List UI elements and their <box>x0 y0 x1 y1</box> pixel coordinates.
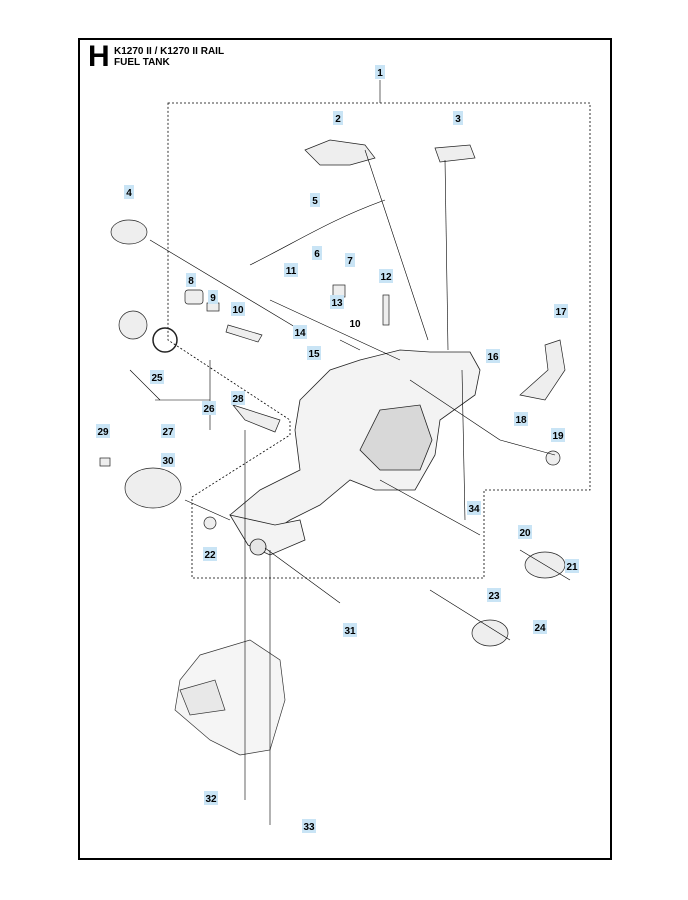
callout-box <box>533 620 547 634</box>
callout-box <box>161 424 175 438</box>
model-title: K1270 II / K1270 II RAIL <box>114 46 225 57</box>
callout-box <box>203 547 217 561</box>
callout-box <box>467 501 481 515</box>
callout-box <box>231 302 245 316</box>
leader-lines <box>129 80 571 825</box>
callout-box <box>186 273 196 287</box>
callout-box <box>204 791 218 805</box>
callout-box <box>487 588 501 602</box>
callout-label: 21 <box>566 562 578 573</box>
callout-box <box>307 346 321 360</box>
callout-label: 32 <box>205 794 217 805</box>
callout-label: 25 <box>151 373 163 384</box>
callout-label: 22 <box>204 550 216 561</box>
callout-label: 15 <box>308 349 320 360</box>
callout-label: 28 <box>232 394 244 405</box>
callout-label: 10 <box>349 319 361 330</box>
callout-box <box>345 253 355 267</box>
callout-box <box>96 424 110 438</box>
callout-label: 8 <box>188 276 194 287</box>
callout-label: 12 <box>380 272 392 283</box>
diagram-frame <box>78 38 612 860</box>
callout-box <box>202 401 216 415</box>
section-letter: H <box>88 40 110 73</box>
callout-box <box>310 193 320 207</box>
callout-label: 29 <box>97 427 109 438</box>
callout-label: 26 <box>203 404 215 415</box>
callout-box <box>208 290 218 304</box>
callout-label: 31 <box>344 626 356 637</box>
handle-base-drawing <box>174 639 286 756</box>
callout-box <box>231 391 245 405</box>
callout-label: 1 <box>377 68 383 79</box>
callout-label: 6 <box>314 249 320 260</box>
assembly-boundary <box>167 102 591 579</box>
callout-box <box>161 453 175 467</box>
callout-label: 19 <box>552 431 564 442</box>
callout-label: 5 <box>312 196 318 207</box>
callout-label: 11 <box>286 266 297 277</box>
callout-label: 33 <box>303 822 315 833</box>
small-parts <box>99 139 566 647</box>
callout-box <box>293 325 307 339</box>
fuel-tank-drawing <box>229 349 481 556</box>
callout-box <box>150 370 164 384</box>
callout-label: 4 <box>126 188 132 199</box>
callout-box <box>565 559 579 573</box>
callout-label: 14 <box>294 328 306 339</box>
callout-box <box>343 623 357 637</box>
callout-box <box>124 185 134 199</box>
callout-label: 9 <box>210 293 216 304</box>
callout-box <box>551 428 565 442</box>
callout-label: 20 <box>519 528 531 539</box>
callout-box <box>333 111 343 125</box>
callout-box <box>284 263 298 277</box>
callout-box <box>379 269 393 283</box>
callout-label: 17 <box>555 307 567 318</box>
callout-label: 2 <box>335 114 341 125</box>
callout-box <box>330 295 344 309</box>
callout-box <box>312 246 322 260</box>
callout-label: 34 <box>468 504 480 515</box>
callout-label: 16 <box>487 352 499 363</box>
callout-label: 3 <box>455 114 461 125</box>
callout-box <box>518 525 532 539</box>
diagram-title: FUEL TANK <box>114 57 170 68</box>
callout-label: 24 <box>534 623 546 634</box>
callout-label: 13 <box>331 298 343 309</box>
callout-label: 23 <box>488 591 500 602</box>
callout-box <box>375 65 385 79</box>
callout-box <box>302 819 316 833</box>
callout-label: 7 <box>347 256 353 267</box>
callout-label: 18 <box>515 415 527 426</box>
callout-box <box>486 349 500 363</box>
callout-label: 27 <box>162 427 174 438</box>
callout-label: 10 <box>232 305 244 316</box>
callout-box <box>514 412 528 426</box>
callout-box <box>554 304 568 318</box>
callout-label: 30 <box>162 456 174 467</box>
callout-box <box>453 111 463 125</box>
